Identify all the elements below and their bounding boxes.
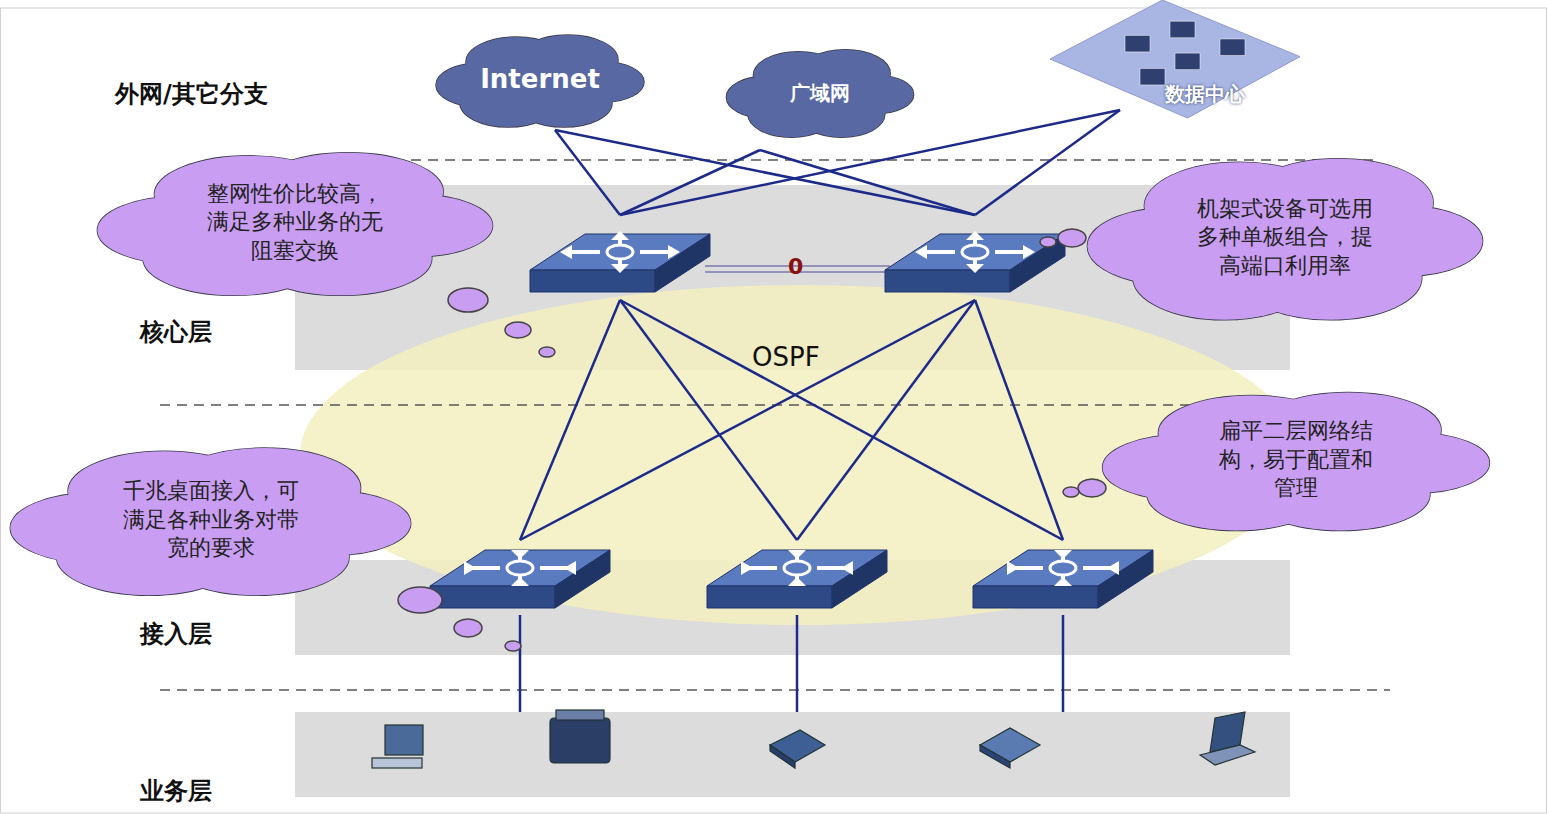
layer-label: 业务层 <box>140 775 212 807</box>
cloud-lobe <box>480 50 600 110</box>
access-switch <box>973 550 1153 608</box>
links <box>520 110 1120 712</box>
cloud-lobe <box>95 472 326 568</box>
zone-label: 外网/其它分支 <box>115 78 268 110</box>
node-text-group: 机架式设备可选用 多种单板组合，提 高端口利用率 <box>1188 195 1383 281</box>
cloud-lobe <box>181 176 409 269</box>
switch-icons <box>430 231 1153 608</box>
callout-cloud: 扁平二层网络结 构，易于配置和 管理 <box>1110 385 1482 535</box>
node-text-group: Internet <box>480 63 600 97</box>
node-text-group: 扁平二层网络结 构，易于配置和 管理 <box>1211 417 1381 503</box>
access-switch <box>430 550 610 608</box>
business-band <box>295 712 1290 797</box>
node-text: 广域网 <box>790 80 850 106</box>
link-number: 0 <box>788 254 803 279</box>
layer-label: 核心层 <box>140 316 212 348</box>
node-text-group: 广域网 <box>790 80 850 106</box>
node-text: 扁平二层网络结 构，易于配置和 管理 <box>1211 417 1381 503</box>
server-icons <box>1125 21 1245 85</box>
node-text-group: 数据中心 <box>1165 81 1245 107</box>
callout-cloud: 机架式设备可选用 多种单板组合，提 高端口利用率 <box>1095 150 1475 325</box>
datacenter-plate <box>1050 0 1300 118</box>
node-text: 整网性价比较高， 满足多种业务的无 阻塞交换 <box>198 180 393 266</box>
cloud-lobe <box>1184 415 1407 505</box>
cloud-lobe <box>1171 185 1399 290</box>
access-switch <box>707 550 887 608</box>
node-text-group: 千兆桌面接入，可 满足各种业务对带 宽的要求 <box>113 477 308 563</box>
cloud-lobe <box>1171 185 1399 290</box>
cloud-lobe <box>766 64 874 121</box>
cloud-lobe <box>1184 415 1407 505</box>
protocol-label: OSPF <box>752 342 820 372</box>
cloud-lobe <box>480 50 600 110</box>
node-text: 机架式设备可选用 多种单板组合，提 高端口利用率 <box>1188 195 1383 281</box>
node-text: 千兆桌面接入，可 满足各种业务对带 宽的要求 <box>113 477 308 563</box>
ospf-area <box>300 285 1300 625</box>
node-text-group: 整网性价比较高， 满足多种业务的无 阻塞交换 <box>198 180 393 266</box>
cloud-lobe <box>181 176 409 269</box>
callout-cloud: 千兆桌面接入，可 满足各种业务对带 宽的要求 <box>18 440 403 600</box>
divider <box>360 159 1380 161</box>
node-text: Internet <box>480 63 600 97</box>
cloud-lobe <box>766 64 874 121</box>
thought-bubbles <box>398 229 1106 651</box>
divider <box>160 689 1390 691</box>
datacenter-node: 数据中心 <box>1050 0 1300 118</box>
network-cloud: 广域网 <box>730 45 910 140</box>
layer-label: 接入层 <box>140 618 212 650</box>
callout-cloud: 整网性价比较高， 满足多种业务的无 阻塞交换 <box>105 145 485 300</box>
frame <box>1 8 1547 813</box>
cloud-lobe <box>95 472 326 568</box>
core-switch <box>530 231 710 292</box>
end-devices <box>372 710 1255 768</box>
node-text: 数据中心 <box>1165 81 1245 107</box>
network-cloud: Internet <box>440 30 640 130</box>
core-switch <box>885 231 1065 292</box>
